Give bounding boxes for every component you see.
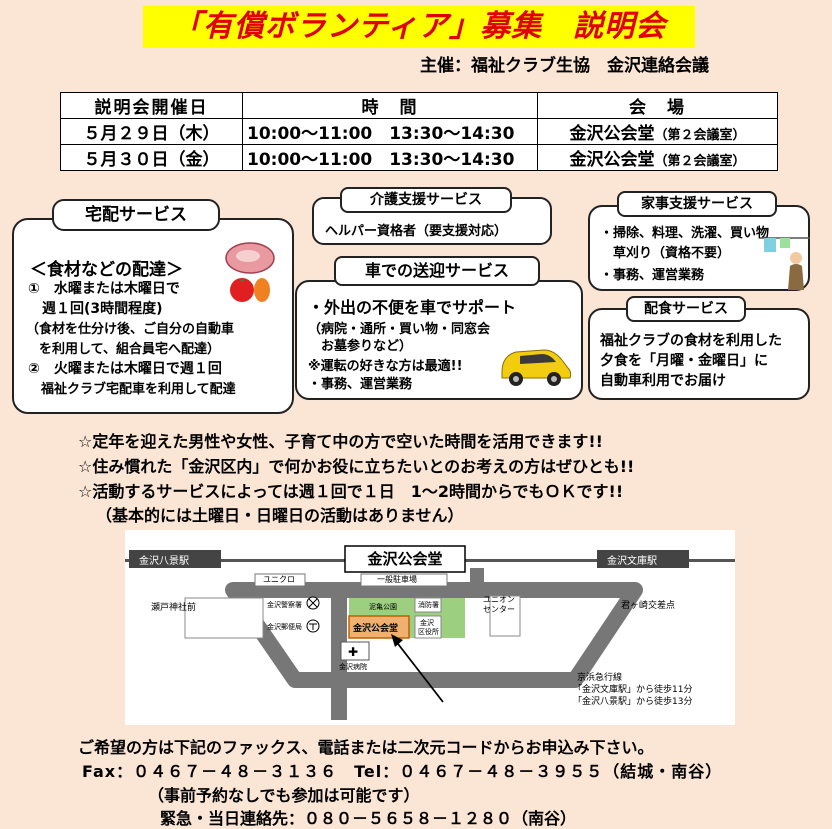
table-header-row: 説明会開催日 時 間 会 場 xyxy=(60,92,778,119)
delivery-line: ② 火曜または木曜日で週１回 xyxy=(28,361,222,377)
map-label: 瀬戸神社前 xyxy=(151,603,197,613)
session-venue: 金沢公会堂（第２会議室） xyxy=(537,118,778,145)
station-left-label: 金沢八景駅 xyxy=(139,556,189,567)
housework-line: 草刈り（資格不要） xyxy=(600,246,731,261)
transport-line: ・外出の不便を車でサポート xyxy=(308,298,517,317)
schedule-table: 説明会開催日 時 間 会 場 ５月２９日（木） 10:00～11:00 13:3… xyxy=(60,92,778,171)
delivery-service-tag: 宅配サービス xyxy=(52,199,220,231)
delivery-line: 週１回(3時間程度) xyxy=(28,301,163,317)
session-time: 10:00～11:00 13:30～14:30 xyxy=(242,144,538,171)
apply-text: ご希望の方は下記のファックス、電話または二次元コードからお申込み下さい。 xyxy=(78,738,654,757)
table-row: ５月３０日（金） 10:00～11:00 13:30～14:30 金沢公会堂（第… xyxy=(60,144,778,171)
organizer-text: 主催：福祉クラブ生協 金沢連絡会議 xyxy=(420,56,709,76)
session-date: ５月２９日（木） xyxy=(60,118,243,145)
housework-illustration xyxy=(760,237,810,290)
delivery-line: （食材を仕分け後、ご自分の自動車 xyxy=(26,322,235,337)
session-date: ５月３０日（金） xyxy=(60,144,243,171)
housework-line: ・掃除、料理、洗濯、買い物 xyxy=(600,226,770,241)
delivery-line: ① 水曜または木曜日で xyxy=(28,281,180,297)
venue-name: 金沢公会堂 xyxy=(569,150,655,170)
car-icon xyxy=(501,349,572,386)
venue-name: 金沢公会堂 xyxy=(569,124,655,144)
page-title: 「有償ボランティア」募集 説明会 xyxy=(143,6,695,48)
contact-text: Fax：０４６７－４８－３１３６ Tel：０４６７－４８－３９５５（結城・南谷） xyxy=(82,762,723,781)
session-venue: 金沢公会堂（第２会議室） xyxy=(537,144,778,171)
access-text: 「金沢八景駅」から徒歩13分 xyxy=(573,697,693,707)
meal-service-box xyxy=(588,308,810,400)
care-service-tag: 介護支援サービス xyxy=(340,187,512,213)
walkin-note: （事前予約なしでも参加は可能です） xyxy=(148,786,420,805)
table-row: ５月２９日（木） 10:00～11:00 13:30～14:30 金沢公会堂（第… xyxy=(60,118,778,145)
meal-line: 夕食を「月曜・金曜日」に xyxy=(600,353,768,369)
map-label: 君ヶ崎交差点 xyxy=(621,601,676,611)
transport-line: （病院・通所・買い物・同窓会 xyxy=(308,322,491,337)
meal-service-tag: 配食サービス xyxy=(626,296,746,322)
transport-line: お墓参りなど） xyxy=(308,339,413,354)
meal-line: 自動車利用でお届け xyxy=(600,373,726,389)
transport-line: ・事務、運営業務 xyxy=(308,377,413,392)
map-label: 区役所 xyxy=(418,628,439,636)
venue-room: （第２会議室） xyxy=(654,128,746,143)
map-label: 金沢郵便局 xyxy=(267,623,302,631)
session-time: 10:00～11:00 13:30～14:30 xyxy=(242,118,538,145)
table-header: 時 間 xyxy=(242,92,538,119)
access-line: 京浜急行線 xyxy=(577,673,623,683)
table-header: 会 場 xyxy=(537,92,778,119)
transport-service-tag: 車での送迎サービス xyxy=(334,256,540,286)
table-header: 説明会開催日 xyxy=(60,92,243,119)
housework-line: ・事務、運営業務 xyxy=(600,268,705,283)
note-line: （基本的には土曜日・日曜日の活動はありません） xyxy=(96,506,464,525)
map-label: 一般駐車場 xyxy=(377,575,417,584)
map-label: ユニクロ xyxy=(263,575,295,584)
delivery-line: を利用して、組合員宅へ配達） xyxy=(26,342,220,357)
care-line: ヘルパー資格者（要支援対応） xyxy=(325,224,508,239)
map-label: 泥亀公園 xyxy=(369,603,397,611)
carrot-icon xyxy=(254,278,270,302)
station-right-label: 金沢文庫駅 xyxy=(607,556,657,567)
venue-room: （第２会議室） xyxy=(654,154,746,169)
note-line: ☆活動するサービスによっては週１回で１日 1～2時間からでもＯＫです!! xyxy=(78,482,624,501)
note-line: ☆定年を迎えた男性や女性、子育て中の方で空いた時間を活用できます!! xyxy=(78,432,603,451)
tomato-icon xyxy=(230,278,254,302)
emergency-contact: 緊急・当日連絡先：０８０－５６５８－１２８０（南谷） xyxy=(160,809,577,828)
map-label: 金沢 xyxy=(420,619,434,627)
note-line: ☆住み慣れた「金沢区内」で何かお役に立ちたいとのお考えの方はぜひとも!! xyxy=(78,457,635,476)
delivery-line: 福祉クラブ宅配車を利用して配達 xyxy=(28,382,236,397)
map-hall-title: 金沢公会堂 xyxy=(367,550,443,568)
map-label: 金沢病院 xyxy=(339,663,367,671)
food-illustration xyxy=(225,242,275,302)
access-text: 「金沢文庫駅」から徒歩11分 xyxy=(573,685,693,695)
access-map: ✚ 金沢八景駅 金沢文庫駅 金沢公会堂 ユニクロ 一般駐車場 ユニオン センター… xyxy=(125,530,735,725)
housework-service-tag: 家事支援サービス xyxy=(617,191,777,217)
map-label: 消防署 xyxy=(418,601,439,609)
meal-line: 福祉クラブの食材を利用した xyxy=(600,333,782,349)
map-label: センター xyxy=(483,605,515,614)
delivery-subtitle: ＜食材などの配達＞ xyxy=(30,260,183,280)
transport-line: ※運転の好きな方は最適!! xyxy=(308,359,463,374)
map-label: ユニオン xyxy=(483,595,515,604)
svg-text:✚: ✚ xyxy=(348,645,358,659)
map-label: 金沢警察署 xyxy=(267,601,302,609)
map-label: 金沢公会堂 xyxy=(353,624,399,634)
